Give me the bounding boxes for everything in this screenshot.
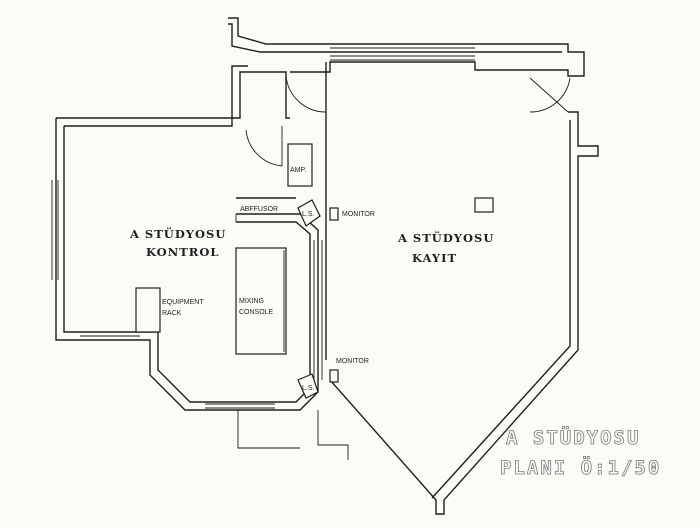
monitor-top-label: MONITOR (342, 211, 375, 218)
plan-title-line1: A STÜDYOSU (506, 425, 640, 449)
mixing-console-label-line2: CONSOLE (239, 309, 274, 316)
recording-room-label-line2: KAYIT (412, 251, 457, 265)
recording-room-box (474, 197, 494, 213)
monitor-bottom-label: MONITOR (336, 358, 369, 365)
mixing-console (235, 247, 287, 355)
lower-corridor (237, 410, 349, 460)
equipment-rack-label-line1: EQUIPMENT (162, 299, 204, 306)
amp-label: AMP. (290, 167, 306, 174)
top-walls (228, 17, 585, 77)
loudspeaker-top-label: L.S. (302, 211, 315, 218)
amp-rack (287, 143, 313, 187)
mixing-console-label-line1: MIXING (239, 298, 264, 305)
recording-room-label-line1: A STÜDYOSU (397, 231, 494, 245)
loudspeaker-bottom-label: L.S. (302, 385, 315, 392)
control-room-label-line1: A STÜDYOSU (129, 227, 226, 241)
loudspeaker-top (297, 199, 321, 227)
diffusor-label: ABFFUSOR (240, 206, 278, 213)
equipment-rack (135, 287, 161, 333)
recording-room-walls (325, 62, 599, 515)
monitor-top (329, 207, 339, 221)
loudspeaker-bottom (297, 373, 319, 399)
plan-title-line2: PLANI Ö:1/50 (500, 455, 661, 479)
door-arcs (245, 75, 571, 167)
monitor-bottom (329, 369, 339, 383)
equipment-rack-label-line2: RACK (162, 310, 182, 317)
window-strips (51, 180, 323, 409)
control-room-label-line2: KONTROL (146, 245, 219, 259)
